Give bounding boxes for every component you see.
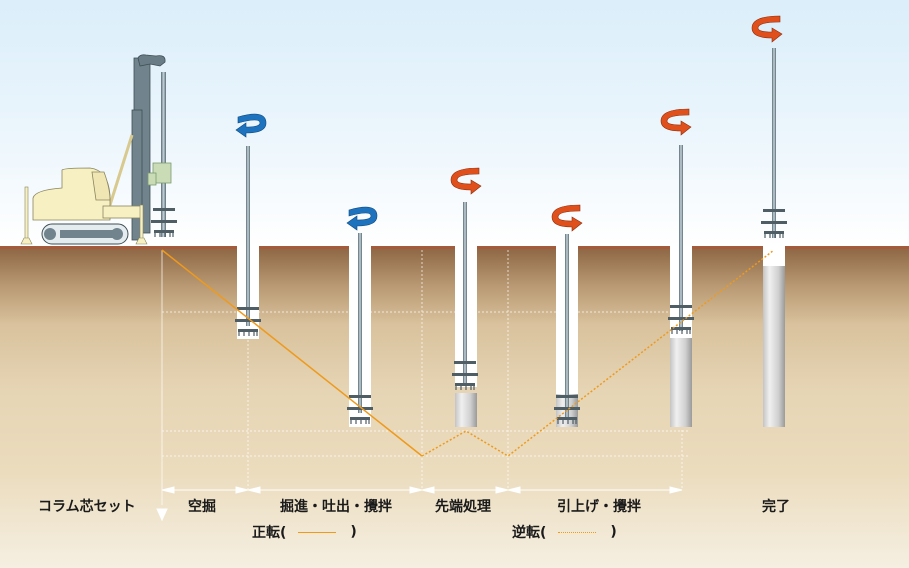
solid-line-swatch-icon <box>298 531 337 533</box>
legend-reverse-rotation: 逆転( ) <box>512 522 617 542</box>
stage-label-complete: 完了 <box>762 499 790 515</box>
stage-pullup-mixing-1 <box>553 234 581 427</box>
legend-normal-rotation: 正転( ) <box>252 522 357 542</box>
stage-empty-drilling <box>234 146 262 339</box>
stage-tip-treatment <box>451 202 479 427</box>
rotation-normal-icon <box>235 113 267 138</box>
stage-complete <box>760 48 788 427</box>
stage-label-column-center-set: コラム芯セット <box>38 499 136 515</box>
drilling-machine <box>20 54 178 245</box>
rotation-reverse-icon <box>660 108 692 136</box>
legend-reverse-close: ) <box>610 524 617 540</box>
legend-normal-close: ) <box>350 524 357 540</box>
sky-background <box>0 0 909 248</box>
rotation-reverse-icon <box>751 15 783 43</box>
stage-drilling-discharge-mixing <box>346 233 374 427</box>
legend-reverse-label: 逆転( <box>512 525 547 541</box>
stage-label-drilling-discharge-mixing: 掘進・吐出・攪拌 <box>280 499 392 515</box>
legend-normal-label: 正転( <box>252 525 287 541</box>
normal-rotation-path <box>161 249 423 457</box>
stage-label-pullup-mixing: 引上げ・攪拌 <box>557 499 641 515</box>
ground-surface-line <box>0 246 909 249</box>
guide-lines <box>161 250 690 505</box>
stage-pullup-mixing-2 <box>667 145 695 427</box>
ground-cross-section <box>0 248 909 568</box>
stage-label-tip-treatment: 先端処理 <box>435 499 491 515</box>
rotation-reverse-icon <box>450 167 482 195</box>
stage-label-empty-drilling: 空掘 <box>188 499 216 515</box>
reverse-rotation-path <box>421 249 775 457</box>
rotation-reverse-icon <box>551 204 583 232</box>
rotation-normal-icon <box>346 206 378 231</box>
stage-range-arrows <box>156 486 683 522</box>
dotted-line-swatch-icon <box>558 531 597 533</box>
